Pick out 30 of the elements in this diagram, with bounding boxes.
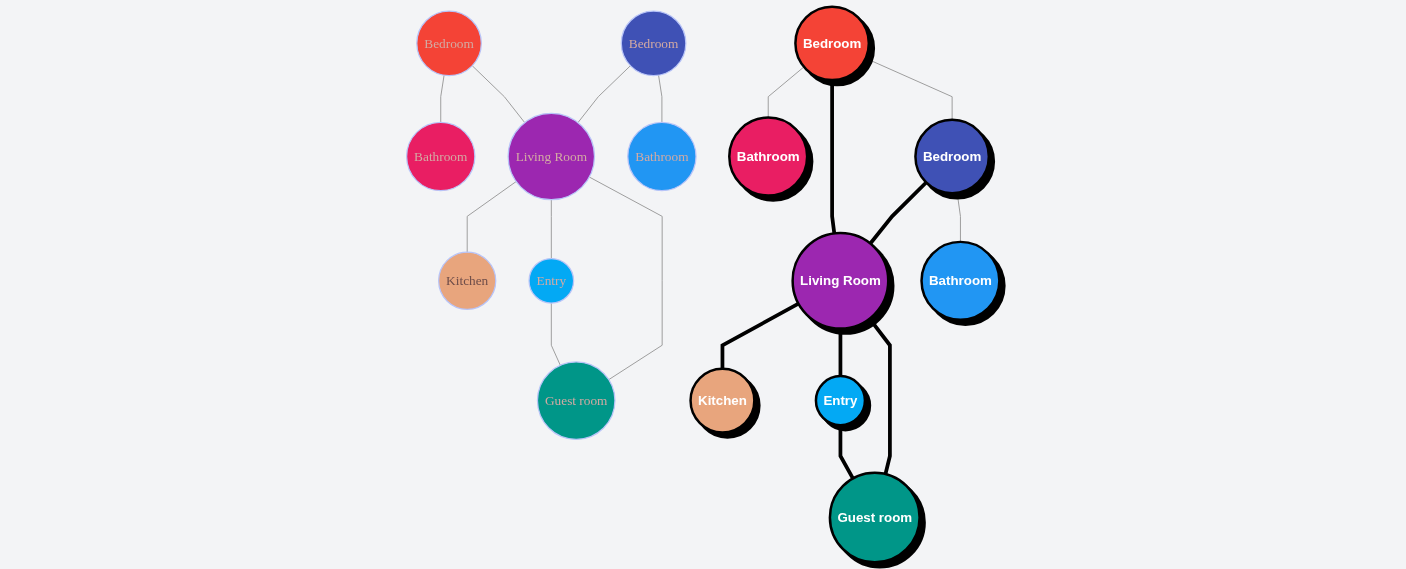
connector	[588, 176, 663, 381]
node-circle: Bathroom	[920, 240, 1001, 321]
node-circle: Bathroom	[406, 121, 476, 192]
node-circle: Entry	[528, 257, 575, 304]
connector	[868, 181, 928, 245]
node-circle: Bathroom	[728, 116, 809, 197]
connector	[658, 74, 663, 123]
connector	[838, 328, 843, 377]
node-circle: Entry	[814, 374, 867, 427]
connector	[550, 199, 552, 259]
connector	[720, 302, 800, 369]
connector	[471, 65, 526, 124]
connector	[868, 317, 892, 475]
node-circle: Living Room	[507, 112, 596, 201]
node-circle: Guest room	[828, 471, 921, 564]
node-circle: Guest room	[536, 361, 616, 440]
connector	[440, 74, 445, 123]
node-circle: Kitchen	[438, 251, 497, 310]
connector	[466, 181, 517, 253]
connector	[550, 302, 561, 366]
node-circle: Bedroom	[794, 5, 871, 82]
connector	[577, 65, 631, 124]
connector	[838, 425, 855, 480]
node-circle: Living Room	[791, 231, 890, 330]
node-circle: Bedroom	[416, 10, 482, 77]
node-circle: Bathroom	[627, 121, 697, 192]
connector	[830, 80, 837, 234]
node-circle: Bedroom	[914, 118, 991, 195]
node-circle: Kitchen	[689, 367, 756, 434]
node-circle: Bedroom	[620, 10, 687, 77]
